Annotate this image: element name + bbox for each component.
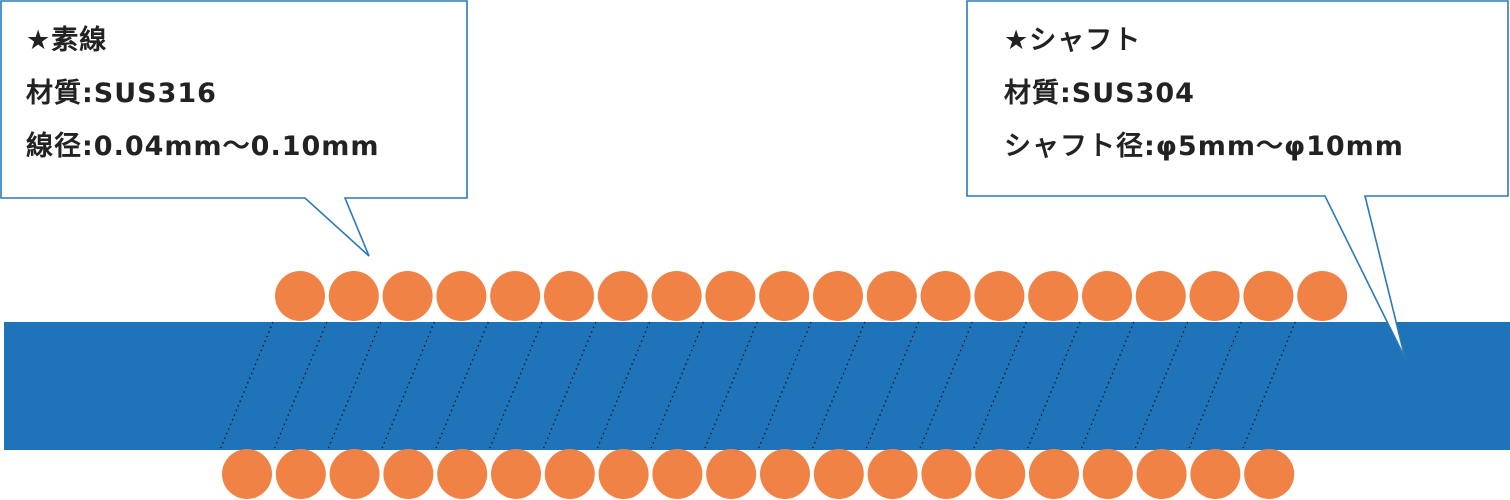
wire-cross-section-top: [759, 271, 810, 321]
wire-cross-section-top: [866, 271, 917, 321]
wire-cross-section-bottom: [706, 449, 757, 499]
helix-line: [811, 321, 866, 451]
wire-cross-section-bottom: [222, 449, 272, 499]
helix-line: [488, 321, 543, 451]
wire-cross-section-top: [544, 271, 594, 321]
wire-cross-section-bottom: [1136, 449, 1187, 499]
wire-callout-text: ★素線 材質:SUS316 線径:0.04mm～0.10mm: [26, 14, 380, 173]
shaft-material: 材質:SUS304: [1004, 78, 1195, 109]
wire-diameter: 線径:0.04mm～0.10mm: [26, 131, 380, 162]
wire-cross-section-top: [1189, 271, 1240, 321]
helix-line: [864, 321, 920, 451]
helix-line: [972, 321, 1027, 451]
wire-cross-section-bottom: [867, 449, 918, 499]
wire-cross-section-top: [974, 271, 1025, 321]
helix-line: [542, 321, 597, 451]
wire-cross-section-top: [275, 271, 325, 321]
shaft-body: [4, 322, 1510, 450]
helix-line: [595, 321, 651, 451]
helix-line: [1080, 321, 1135, 451]
helix-line: [219, 321, 274, 451]
wire-cross-section-top: [1135, 271, 1186, 321]
helix-line: [1241, 321, 1296, 451]
wire-cross-section-bottom: [437, 449, 488, 499]
wire-cross-section-top: [1297, 271, 1348, 321]
wire-cross-section-top: [490, 271, 541, 321]
wire-cross-section-bottom: [383, 449, 434, 499]
wire-cross-section-top: [705, 271, 756, 321]
bottom-wire-row: [222, 449, 1295, 499]
helix-line: [703, 321, 758, 451]
helix-lines: [219, 321, 1296, 451]
wire-cross-section-top: [597, 271, 648, 321]
wire-cross-section-bottom: [1082, 449, 1133, 499]
wire-cross-section-bottom: [813, 449, 864, 499]
top-wire-row: [275, 271, 1348, 321]
helix-line: [434, 321, 489, 451]
wire-cross-section-top: [382, 271, 433, 321]
wire-cross-section-bottom: [329, 449, 380, 499]
wire-cross-section-top: [920, 271, 971, 321]
helix-line: [918, 321, 974, 451]
wire-cross-section-bottom: [1244, 449, 1295, 499]
wire-cross-section-bottom: [760, 449, 810, 499]
helix-line: [1133, 321, 1189, 451]
helix-line: [1187, 321, 1243, 451]
wire-cross-section-top: [328, 271, 379, 321]
helix-line: [757, 321, 812, 451]
wire-cross-section-bottom: [544, 449, 595, 499]
wire-cross-section-top: [1082, 271, 1132, 321]
wire-cross-section-bottom: [1190, 449, 1241, 499]
wire-cross-section-bottom: [275, 449, 326, 499]
wire-cross-section-top: [651, 271, 702, 321]
helix-line: [326, 321, 382, 451]
wire-cross-section-bottom: [921, 449, 972, 499]
wire-cross-section-bottom: [1029, 449, 1079, 499]
shaft-diameter: シャフト径:φ5mm～φ10mm: [1004, 131, 1404, 162]
helix-line: [1026, 321, 1081, 451]
wire-cross-section-top: [1028, 271, 1079, 321]
wire-cross-section-top: [1243, 271, 1294, 321]
helix-line: [380, 321, 436, 451]
wire-cross-section-bottom: [598, 449, 649, 499]
wire-title: ★素線: [26, 25, 108, 56]
wire-cross-section-top: [813, 271, 863, 321]
wire-cross-section-bottom: [491, 449, 541, 499]
wire-material: 材質:SUS316: [26, 78, 217, 109]
helix-line: [273, 321, 328, 451]
wire-cross-section-bottom: [975, 449, 1026, 499]
shaft-callout-text: ★シャフト 材質:SUS304 シャフト径:φ5mm～φ10mm: [1004, 14, 1404, 173]
shaft-title: ★シャフト: [1004, 25, 1142, 56]
wire-callout-balloon: [0, 0, 468, 257]
wire-cross-section-bottom: [652, 449, 703, 499]
helix-line: [649, 321, 705, 451]
shaft-callout-balloon: [966, 0, 1509, 359]
wire-cross-section-top: [436, 271, 487, 321]
